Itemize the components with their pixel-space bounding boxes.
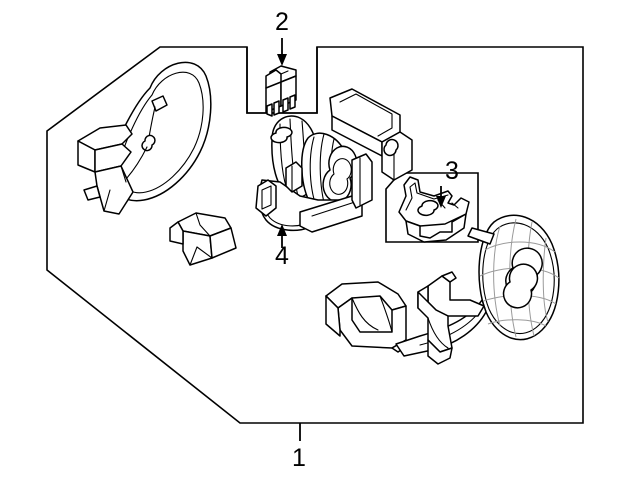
seal-mount-edge-a [120,165,127,183]
scroll-support-foot [427,339,453,365]
resistor-fin-2 [273,100,280,116]
resistor-fin-3 [282,97,289,113]
retaining-clip[interactable] [169,212,237,266]
motor-flange-right-arm [381,131,413,181]
clip-left-ear [169,221,184,245]
motor-top-flange-inner [339,93,393,137]
callout-4-arrow-head [277,224,287,236]
clip-fold-line [195,212,211,237]
seal-mount-edge-b [103,189,111,212]
scroll-disc-rim [482,222,555,335]
duct-body [325,295,407,349]
bracket-lower-lip [405,213,467,243]
scroll-inlet-spigot [467,227,495,245]
callout-1-number: 1 [292,444,306,472]
mounting-bracket[interactable] [398,176,470,243]
callout-3-arrow-head [436,196,446,208]
seal-ring-inner [119,71,204,194]
motor-mount-ear-left-hole [261,185,272,210]
blower-motor-and-wheel-assembly[interactable] [255,88,413,233]
motor-base-shelf-edge [311,200,359,217]
callout-2-number: 2 [275,8,289,36]
scroll-support-tab-upper [441,271,457,283]
blower-wheel-hub-inner [329,158,352,195]
scroll-support-arm-crease [427,317,449,349]
callout-4[interactable]: 4 [275,224,289,270]
resistor-fin-4 [289,94,296,110]
lower-air-duct[interactable] [325,281,411,353]
motor-mount-ear-left [255,179,277,217]
resistor-fin-1 [266,103,273,117]
callout-1[interactable]: 1 [292,423,306,472]
blower-motor-resistor[interactable] [265,65,297,117]
resistor-edge-detail [280,70,289,75]
air-inlet-seal-duct[interactable] [77,61,212,215]
resistor-inset-box[interactable] [246,47,318,114]
blower-housing-scroll-case[interactable] [395,214,560,365]
duct-top-face [325,281,407,311]
callout-2[interactable]: 2 [275,8,289,66]
duct-inner-edge-2 [379,295,393,333]
clip-notch-line [189,246,213,266]
callout-3-number: 3 [445,157,459,185]
motor-strap-bracket [285,161,303,193]
seal-ring-lower-sweep [125,146,148,180]
bracket-crease-b [451,202,459,209]
seal-mount-foot-tab [83,185,101,201]
seal-mount-block-face [94,143,132,173]
motor-barrel-cap [270,126,293,144]
callout-2-arrow-head [277,54,287,66]
scroll-hub-lower [502,263,539,309]
motor-flange-small-boss [383,138,399,157]
blower-wheel-hub-outer [322,145,358,203]
seal-ring-nub [141,134,156,152]
duct-left-foot [325,295,341,337]
bracket-inner-edge [405,182,449,211]
clip-right-face [209,227,237,259]
motor-right-skirt [351,153,373,209]
duct-inner-edge-1 [351,297,379,331]
callout-4-number: 4 [275,242,289,270]
callout-3[interactable]: 3 [436,157,459,208]
bracket-oval-hole [417,199,439,217]
